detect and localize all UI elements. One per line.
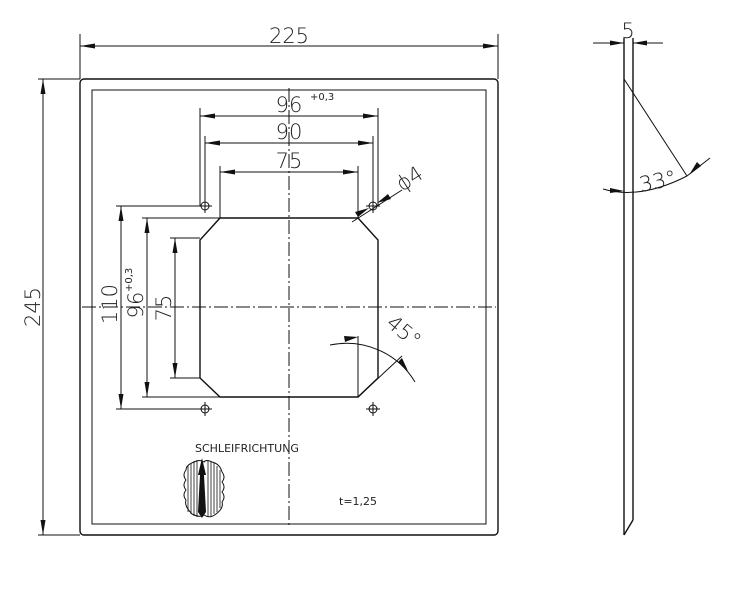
side-thickness-label: 5 <box>621 19 634 43</box>
dimension-hole-spacing-vertical: 110 <box>98 205 205 410</box>
dimension-outer-width: 90 <box>204 120 374 200</box>
thickness-note: t=1,25 <box>339 495 377 508</box>
dimension-bevel-angle: 33° <box>602 78 711 197</box>
dimension-hole-spacing-horizontal: 96 +0,3 <box>199 92 379 206</box>
dimension-hole-diameter: ϕ4 <box>351 161 428 223</box>
grain-direction-label: SCHLEIFRICHTUNG <box>195 442 299 455</box>
bevel-angle-label: 33° <box>637 166 678 197</box>
dimension-inner-width: 75 <box>219 149 359 218</box>
chamfer-angle-label: 45° <box>382 310 426 352</box>
hole-diameter-label: ϕ4 <box>392 161 428 196</box>
grain-direction: SCHLEIFRICHTUNG <box>183 442 299 518</box>
front-view: 225 245 96 +0,3 90 <box>21 24 499 536</box>
overall-width-label: 225 <box>269 24 309 48</box>
hole-spacing-h-tolerance: +0,3 <box>310 92 334 103</box>
dimension-overall-width: 225 <box>79 24 499 79</box>
dimension-inner-height: 75 <box>152 237 200 379</box>
grain-direction-icon <box>183 458 225 518</box>
plate-outline <box>79 78 499 536</box>
dimension-side-thickness: 5 <box>593 19 663 46</box>
outer-width-label: 90 <box>276 120 303 144</box>
inner-height-label: 75 <box>152 295 176 322</box>
mounting-hole-br <box>366 402 380 416</box>
side-view: 5 33° <box>593 19 711 536</box>
hole-spacing-h-label: 96 <box>276 93 303 117</box>
inner-width-label: 75 <box>276 149 303 173</box>
hole-spacing-v-label: 110 <box>98 284 122 324</box>
outer-height-label: 96 <box>124 292 148 319</box>
overall-height-label: 245 <box>21 287 45 327</box>
side-bevel <box>623 519 634 536</box>
dimension-outer-height: 96 +0,3 <box>124 217 220 398</box>
dimension-overall-height: 245 <box>21 78 80 536</box>
outer-height-tolerance: +0,3 <box>124 268 135 292</box>
